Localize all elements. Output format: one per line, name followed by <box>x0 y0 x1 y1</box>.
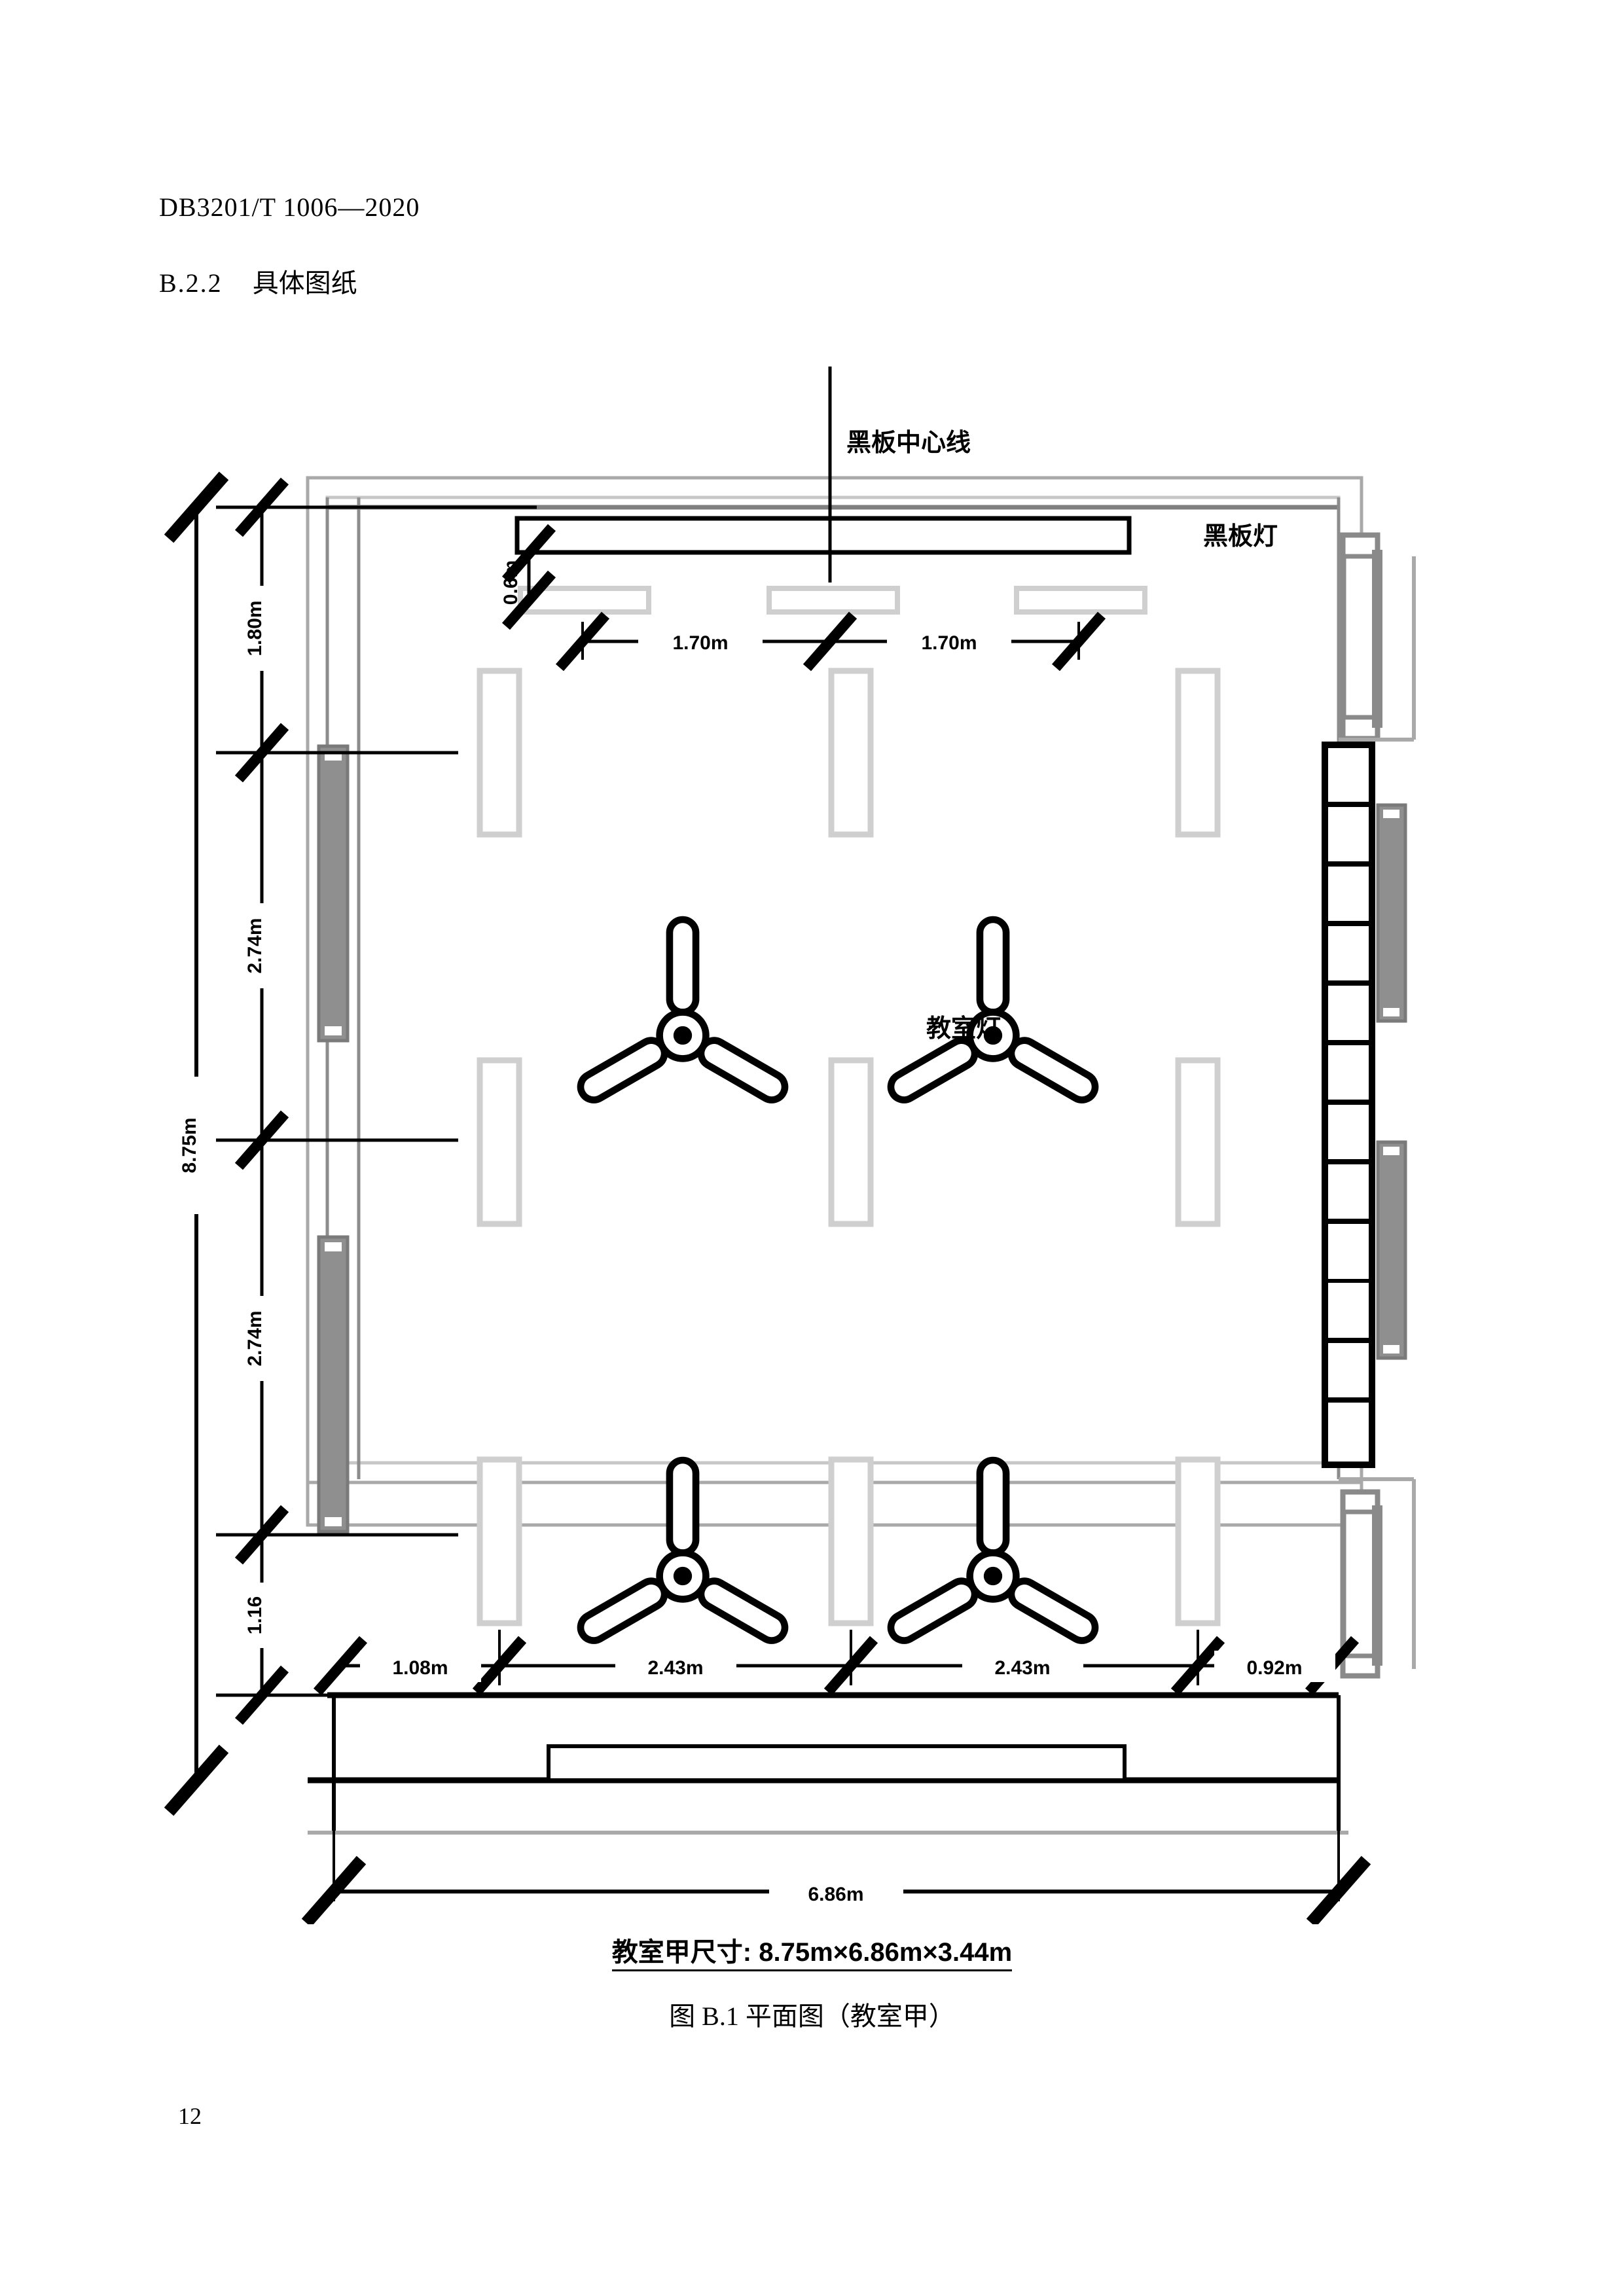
blackboard-lamp-row <box>518 586 1147 615</box>
dimension-row-chain: 1.80m 2.74m 2.74m 1.16 <box>234 477 289 1725</box>
classroom-lamp <box>1175 1057 1221 1227</box>
dim-label-1-70m-right: 1.70m <box>921 632 977 654</box>
classroom-lamp-grid <box>477 668 1221 1626</box>
dimension-column-chain: 1.08m 2.43m 2.43m 0.92m <box>313 1630 1360 1696</box>
dim-label-1-80m: 1.80m <box>244 600 266 656</box>
blackboard-lamp <box>518 586 651 615</box>
classroom-lamp <box>1175 668 1221 838</box>
blackboard-lamp <box>767 586 900 615</box>
dim-label-1-70m-left: 1.70m <box>672 632 728 654</box>
ceiling-fan <box>577 916 789 1103</box>
classroom-lamp <box>828 668 874 838</box>
dim-label-2-43m-right: 2.43m <box>994 1657 1050 1679</box>
ceiling-fan <box>577 1456 789 1644</box>
dimension-blackboard-lamp-offset: 0.6m <box>500 524 556 630</box>
room-outer-shell <box>306 476 1363 1527</box>
classroom-lamp <box>1175 1456 1221 1626</box>
ceiling-fan <box>887 1456 1099 1644</box>
classroom-lamp <box>477 668 522 838</box>
figure-dimension-note: 教室甲尺寸: 8.75m×6.86m×3.44m <box>0 1931 1624 1971</box>
classroom-lamp <box>477 1456 522 1626</box>
classroom-lamp <box>828 1057 874 1227</box>
blackboard <box>514 516 1132 555</box>
dim-label-1-16: 1.16 <box>244 1596 266 1634</box>
dim-label-1-08m: 1.08m <box>392 1657 448 1679</box>
document-header-code: DB3201/T 1006—2020 <box>159 192 420 222</box>
blackboard-lamp <box>1014 586 1147 615</box>
classroom-lamp <box>477 1057 522 1227</box>
dimension-room-length: 8.75m <box>164 471 229 1816</box>
rear-board <box>547 1744 1127 1782</box>
dim-label-6-86m: 6.86m <box>808 1884 863 1905</box>
dim-label-8-75m: 8.75m <box>179 1117 200 1173</box>
right-wall-sashes <box>1376 803 1407 1360</box>
section-heading: B.2.2 具体图纸 <box>159 262 357 300</box>
blackboard-centerline-label-text: 黑板中心线 <box>846 429 971 457</box>
right-wall-door-bottom <box>1340 1489 1382 1679</box>
blackboard-lamp-label-text: 黑板灯 <box>1203 523 1278 550</box>
dim-label-2-43m-left: 2.43m <box>647 1657 703 1679</box>
dimension-room-width: 6.86m <box>301 1793 1371 1924</box>
figure-caption: 图 B.1 平面图（教室甲） <box>669 2001 955 2031</box>
section-number: B.2.2 <box>159 268 223 298</box>
ceiling-fan <box>887 916 1099 1103</box>
right-wall-window-bank <box>1322 742 1375 1468</box>
dimension-blackboard-lamp-spans: 1.70m 1.70m <box>555 611 1106 672</box>
figure-dimension-note-text: 教室甲尺寸: 8.75m×6.86m×3.44m <box>611 1938 1013 1971</box>
dim-label-0-6m: 0.6m <box>500 560 522 605</box>
dim-label-2-74m-upper: 2.74m <box>244 918 266 973</box>
window-left <box>317 744 350 1043</box>
section-title: 具体图纸 <box>252 268 357 298</box>
right-wall-door-top <box>1340 532 1382 742</box>
dim-label-0-92m: 0.92m <box>1246 1657 1302 1679</box>
page-number: 12 <box>178 2103 202 2129</box>
classroom-lamp-label-text: 教室灯 <box>926 1015 1001 1043</box>
window-left <box>317 1235 350 1534</box>
classroom-lamp <box>828 1456 874 1626</box>
dim-label-2-74m-lower: 2.74m <box>244 1310 266 1366</box>
classroom-plan-drawing: 0.6m 1.70m 1.70m 8.75m 1.80m <box>164 367 1416 1924</box>
